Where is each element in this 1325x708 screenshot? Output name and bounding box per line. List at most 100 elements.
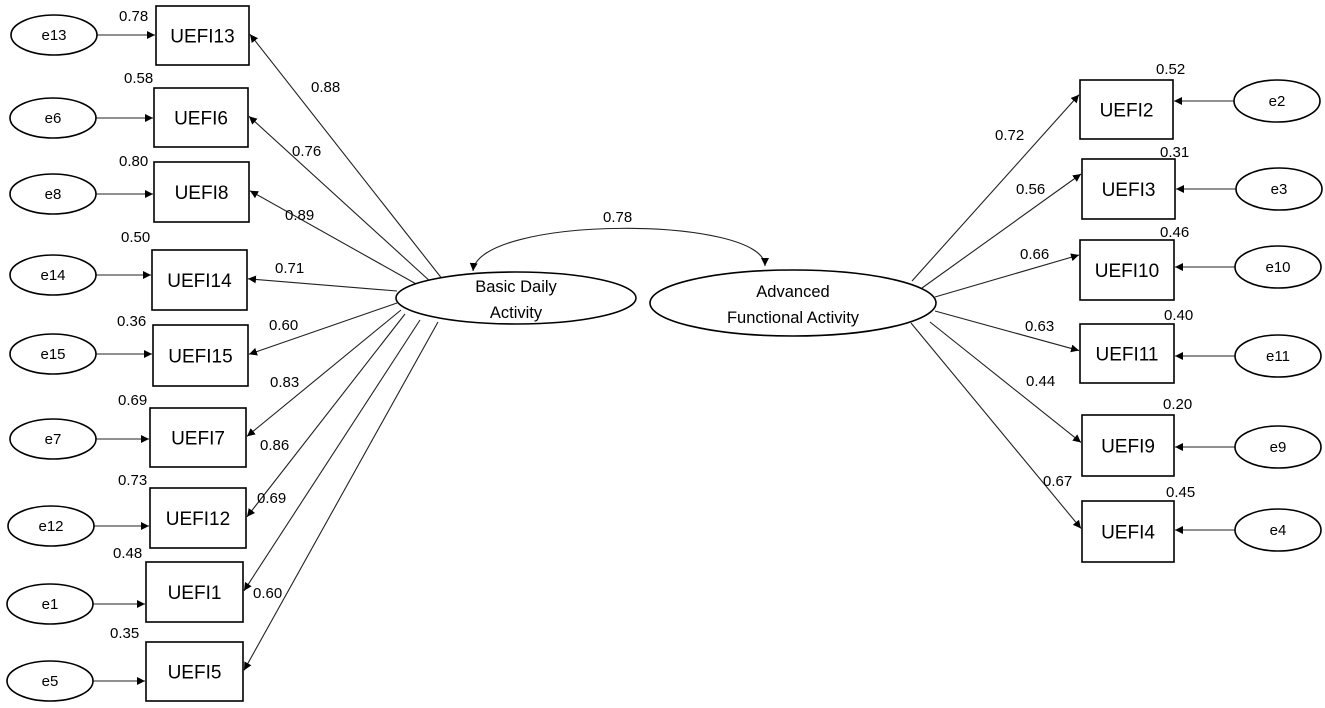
r2-label: 0.52 [1156, 61, 1185, 78]
error-label: e2 [1269, 93, 1286, 110]
error-node-e7 [9, 418, 97, 460]
item-label: UEFI15 [168, 347, 232, 368]
loading-label: 0.69 [257, 490, 286, 507]
r2-label: 0.78 [119, 8, 148, 25]
error-label: e10 [1265, 259, 1290, 276]
item-box-uefi14 [151, 249, 248, 311]
factor-basic-line2: Activity [490, 304, 543, 322]
error-label: e15 [40, 346, 65, 363]
edges-layer [93, 31, 1236, 685]
item-box-uefi3 [1081, 158, 1176, 220]
error-node-e6 [9, 97, 97, 139]
loading-label: 0.89 [285, 207, 314, 224]
item-box-uefi7 [149, 407, 247, 468]
loading-arrow-uefi12 [246, 313, 406, 518]
error-label: e12 [38, 518, 63, 535]
item-box-uefi11 [1079, 323, 1175, 384]
loading-label: 0.56 [1016, 181, 1045, 198]
nodes-layer: UEFI13e13UEFI6e6UEFI8e8UEFI14e14UEFI15e1… [6, 5, 1323, 702]
item-box-uefi5 [145, 641, 244, 702]
item-box-uefi8 [153, 161, 250, 223]
error-node-e10 [1234, 245, 1322, 289]
item-label: UEFI5 [168, 663, 222, 684]
loading-arrow-uefi13 [249, 33, 444, 281]
loading-label: 0.60 [253, 585, 282, 602]
r2-label: 0.36 [117, 313, 146, 330]
item-box-uefi1 [145, 561, 244, 623]
item-box-uefi9 [1081, 414, 1175, 477]
error-label: e8 [45, 186, 62, 203]
factor-advanced-line2: Functional Activity [727, 309, 860, 327]
loading-arrow-uefi7 [246, 309, 402, 437]
loading-arrow-uefi4 [910, 322, 1082, 529]
loading-arrow-uefi5 [243, 321, 439, 671]
loading-arrow-uefi14 [247, 275, 398, 292]
error-label: e3 [1271, 181, 1288, 198]
loading-label: 0.63 [1025, 318, 1054, 335]
loading-arrow-uefi3 [921, 173, 1082, 289]
item-label: UEFI3 [1102, 180, 1156, 201]
loading-arrow-uefi10 [934, 253, 1080, 298]
r2-label: 0.50 [121, 229, 150, 246]
factor-advanced-line1: Advanced [756, 283, 829, 301]
loading-label: 0.86 [260, 437, 289, 454]
item-label: UEFI2 [1100, 101, 1154, 122]
item-box-uefi10 [1079, 239, 1175, 301]
loading-label: 0.88 [311, 79, 340, 96]
item-box-uefi12 [149, 487, 247, 549]
error-node-e15 [9, 333, 97, 375]
factor-basic-line1: Basic Daily [475, 278, 557, 296]
error-label: e11 [1266, 348, 1290, 365]
error-node-e14 [9, 254, 97, 296]
item-label: UEFI1 [168, 583, 222, 604]
loading-label: 0.44 [1026, 373, 1055, 390]
error-node-e5 [6, 660, 94, 702]
loading-label: 0.66 [1020, 246, 1049, 263]
item-label: UEFI12 [166, 509, 230, 530]
r2-label: 0.58 [124, 70, 153, 87]
r2-label: 0.45 [1166, 484, 1195, 501]
error-node-e11 [1234, 334, 1322, 378]
error-label: e6 [45, 110, 62, 127]
loading-label: 0.60 [269, 317, 298, 334]
r2-label: 0.48 [113, 545, 142, 562]
item-box-uefi2 [1079, 79, 1174, 140]
item-box-uefi6 [153, 87, 249, 148]
factor-advanced-functional-activity [649, 269, 937, 337]
error-node-e1 [6, 583, 94, 625]
error-node-e12 [7, 505, 95, 547]
loading-arrow-uefi6 [248, 115, 433, 284]
r2-label: 0.31 [1160, 144, 1189, 161]
factor-basic-daily-activity [395, 271, 637, 325]
error-node-e2 [1233, 79, 1321, 123]
r2-label: 0.20 [1163, 396, 1192, 413]
error-node-e8 [9, 173, 97, 215]
correlation-label: 0.78 [603, 209, 632, 226]
error-label: e4 [1270, 522, 1287, 539]
error-label: e1 [42, 596, 59, 613]
r2-label: 0.35 [110, 625, 139, 642]
item-label: UEFI14 [167, 271, 232, 292]
item-label: UEFI8 [175, 183, 229, 204]
loading-arrow-uefi11 [934, 310, 1080, 353]
loading-arrow-uefi9 [929, 321, 1082, 443]
item-box-uefi15 [152, 324, 249, 387]
error-node-e9 [1234, 425, 1322, 469]
item-label: UEFI9 [1101, 437, 1155, 458]
item-label: UEFI10 [1095, 261, 1159, 282]
loading-arrow-uefi2 [911, 94, 1080, 282]
factor-correlation-arrow [469, 227, 769, 272]
error-node-e13 [10, 14, 98, 56]
loading-label: 0.71 [275, 260, 304, 277]
item-label: UEFI7 [171, 429, 225, 450]
loading-label: 0.76 [292, 143, 321, 160]
loading-label: 0.72 [995, 127, 1024, 144]
item-box-uefi4 [1081, 500, 1175, 563]
loading-label: 0.67 [1043, 473, 1072, 490]
error-label: e13 [41, 27, 66, 44]
item-label: UEFI11 [1095, 345, 1158, 366]
error-node-e4 [1234, 508, 1322, 552]
r2-label: 0.69 [118, 392, 147, 409]
